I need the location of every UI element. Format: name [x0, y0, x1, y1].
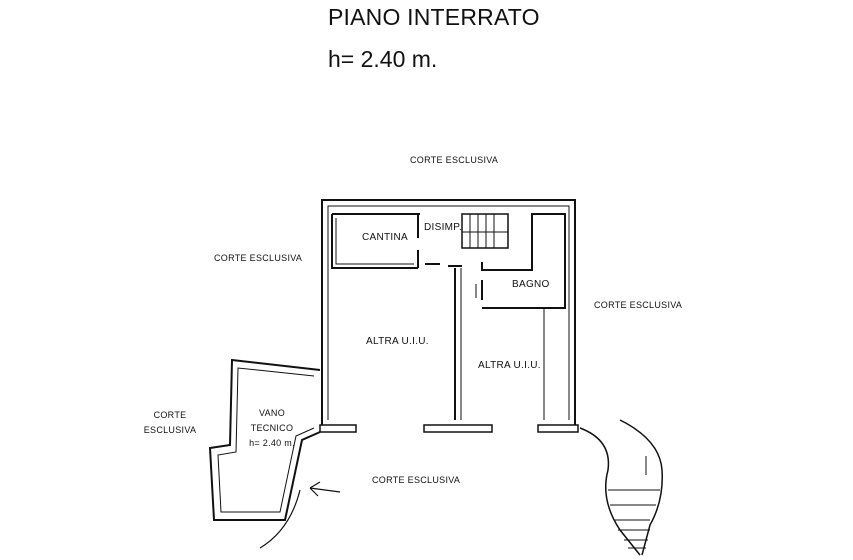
plan-height: h= 2.40 m.: [328, 46, 438, 72]
entrance-arrow: [309, 481, 341, 497]
label-altra-uiu-left: ALTRA U.I.U.: [366, 336, 429, 347]
label-corte-bottom: CORTE ESCLUSIVA: [372, 475, 461, 485]
label-bagno: BAGNO: [512, 279, 550, 290]
label-vano-line3: h= 2.40 m.: [249, 438, 295, 448]
spiral-stair: [579, 427, 641, 556]
cantina-wall: [331, 214, 418, 269]
label-vano-line1: VANO: [258, 408, 286, 418]
label-cantina: CANTINA: [362, 232, 408, 243]
outer-wall: [321, 199, 576, 425]
plan-title: PIANO INTERRATO: [328, 4, 540, 30]
label-corte-top: CORTE ESCLUSIVA: [410, 155, 499, 165]
label-disimp: DISIMP.: [424, 222, 463, 233]
stair: [461, 213, 509, 249]
label-corte-left: CORTE ESCLUSIVA: [214, 253, 303, 263]
label-corte-right: CORTE ESCLUSIVA: [594, 300, 683, 310]
vano-tecnico-wall: [208, 358, 321, 521]
label-corte-farleft-line1: CORTE: [153, 410, 187, 420]
bagno-wall: [481, 213, 566, 309]
label-vano-line2: TECNICO: [250, 423, 294, 433]
label-corte-farleft-line2: ESCLUSIVA: [143, 425, 197, 435]
label-altra-uiu-right: ALTRA U.I.U.: [478, 360, 541, 371]
outer-wall-inner: [327, 205, 570, 420]
